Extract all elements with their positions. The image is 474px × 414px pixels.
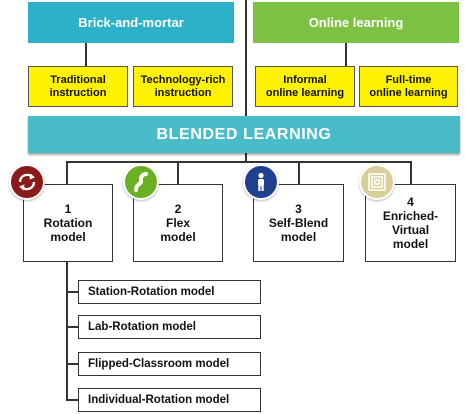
full-time-online-learning-box: Full-time online learning xyxy=(359,66,458,107)
model-line: model xyxy=(392,237,429,251)
informal-online-learning-box: Informal online learning xyxy=(255,66,355,107)
banner-label: BLENDED LEARNING xyxy=(156,125,332,143)
individual-rotation-model-box: Individual-Rotation model xyxy=(78,388,261,412)
connector-line xyxy=(66,326,78,328)
brick-and-mortar-header: Brick-and-mortar xyxy=(28,2,234,43)
connector-line xyxy=(66,161,412,163)
connector-line xyxy=(345,43,347,66)
model-line: Rotation xyxy=(43,216,93,230)
model-line: Flex xyxy=(165,216,190,230)
connector-line xyxy=(66,161,68,184)
connector-line xyxy=(245,0,247,116)
technology-rich-instruction-box: Technology-rich instruction xyxy=(133,66,233,107)
person-icon xyxy=(243,164,279,200)
submodel-label: Individual-Rotation model xyxy=(88,394,230,406)
model-line: Virtual xyxy=(391,223,430,237)
connector-line xyxy=(85,43,87,66)
box-line: Technology-rich xyxy=(140,73,226,86)
connector-line xyxy=(66,399,78,401)
connector-line xyxy=(298,161,300,184)
station-rotation-model-box: Station-Rotation model xyxy=(78,280,261,304)
box-line: online learning xyxy=(369,86,448,99)
box-line: Informal xyxy=(283,73,327,86)
submodel-label: Station-Rotation model xyxy=(88,286,215,298)
box-line: instruction xyxy=(49,86,107,99)
online-learning-header: Online learning xyxy=(253,2,459,43)
submodel-label: Lab-Rotation model xyxy=(88,321,196,333)
lab-rotation-model-box: Lab-Rotation model xyxy=(78,315,261,339)
connector-line xyxy=(410,161,412,184)
submodel-label: Flipped-Classroom model xyxy=(88,358,230,370)
traditional-instruction-box: Traditional instruction xyxy=(28,66,128,107)
online-learning-label: Online learning xyxy=(308,15,404,30)
rotation-model-box: 1 Rotation model xyxy=(23,184,113,262)
flipped-classroom-model-box: Flipped-Classroom model xyxy=(78,352,261,376)
rotation-arrows-icon xyxy=(9,164,45,200)
nested-frames-icon xyxy=(359,164,395,200)
model-number: 4 xyxy=(407,195,414,209)
model-line: model xyxy=(160,230,196,244)
model-number: 2 xyxy=(174,202,182,216)
connector-line xyxy=(245,153,247,162)
box-line: Traditional xyxy=(50,73,106,86)
model-line: Self-Blend xyxy=(268,216,329,230)
flex-path-icon xyxy=(123,164,159,200)
model-number: 1 xyxy=(64,202,72,216)
box-line: online learning xyxy=(265,86,345,99)
box-line: instruction xyxy=(154,86,212,99)
connector-line xyxy=(66,363,78,365)
connector-line xyxy=(66,291,78,293)
connector-line xyxy=(66,262,68,401)
model-line: Enriched- xyxy=(382,209,439,223)
box-line: Full-time xyxy=(385,73,432,86)
brick-and-mortar-label: Brick-and-mortar xyxy=(78,15,184,30)
model-number: 3 xyxy=(295,202,302,216)
model-line: model xyxy=(280,230,317,244)
connector-line xyxy=(177,161,179,184)
blended-learning-banner: BLENDED LEARNING xyxy=(28,116,460,153)
model-line: model xyxy=(50,230,86,244)
